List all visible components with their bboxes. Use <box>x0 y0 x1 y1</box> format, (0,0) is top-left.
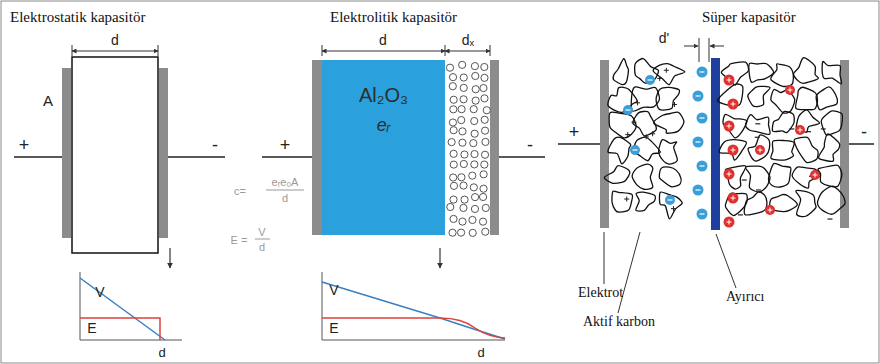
electrolytic-capacitor <box>262 45 545 340</box>
formula-text: V <box>258 227 265 238</box>
leader-label: Elektrot <box>578 286 623 300</box>
terminal-sign: + <box>569 123 580 141</box>
formula-text: c= <box>234 186 246 197</box>
terminal-sign: + <box>280 136 291 154</box>
dielectric-layer: Al₂O₃ eᵣ <box>322 60 445 235</box>
leader-label: Ayırıcı <box>726 290 764 304</box>
formula-text: d <box>259 242 265 253</box>
dimension-label: d' <box>659 31 669 45</box>
supercapacitor <box>558 38 874 313</box>
electrostatic-capacitor <box>14 45 304 340</box>
area-label: A <box>43 93 53 108</box>
formula-text: eᵣe₀A <box>272 177 299 188</box>
axis-label: V <box>95 285 104 299</box>
formula-text: E = <box>231 235 248 246</box>
terminal-sign: - <box>527 136 533 154</box>
material-label: Al₂O₃ <box>359 84 408 106</box>
leader-label: Aktif karbon <box>583 315 655 329</box>
dimension-label: d <box>111 33 119 47</box>
axis-label: V <box>329 283 338 297</box>
terminal-sign: - <box>212 136 218 154</box>
panel-title: Süper kapasitör <box>702 10 796 25</box>
material-label: eᵣ <box>377 116 390 136</box>
panel-title: Elektrolitik kapasitör <box>330 10 457 25</box>
terminal-sign: + <box>19 136 30 154</box>
axis-label: d <box>477 346 484 359</box>
axis-label: E <box>329 321 338 335</box>
axis-label: d <box>158 346 165 359</box>
dimension-label: d <box>379 33 387 47</box>
formula-text: d <box>282 193 288 204</box>
terminal-sign: - <box>861 123 867 141</box>
dimension-label: dₓ <box>462 33 474 47</box>
axis-label: E <box>87 321 96 335</box>
panel-title: Elektrostatik kapasitör <box>10 10 145 25</box>
